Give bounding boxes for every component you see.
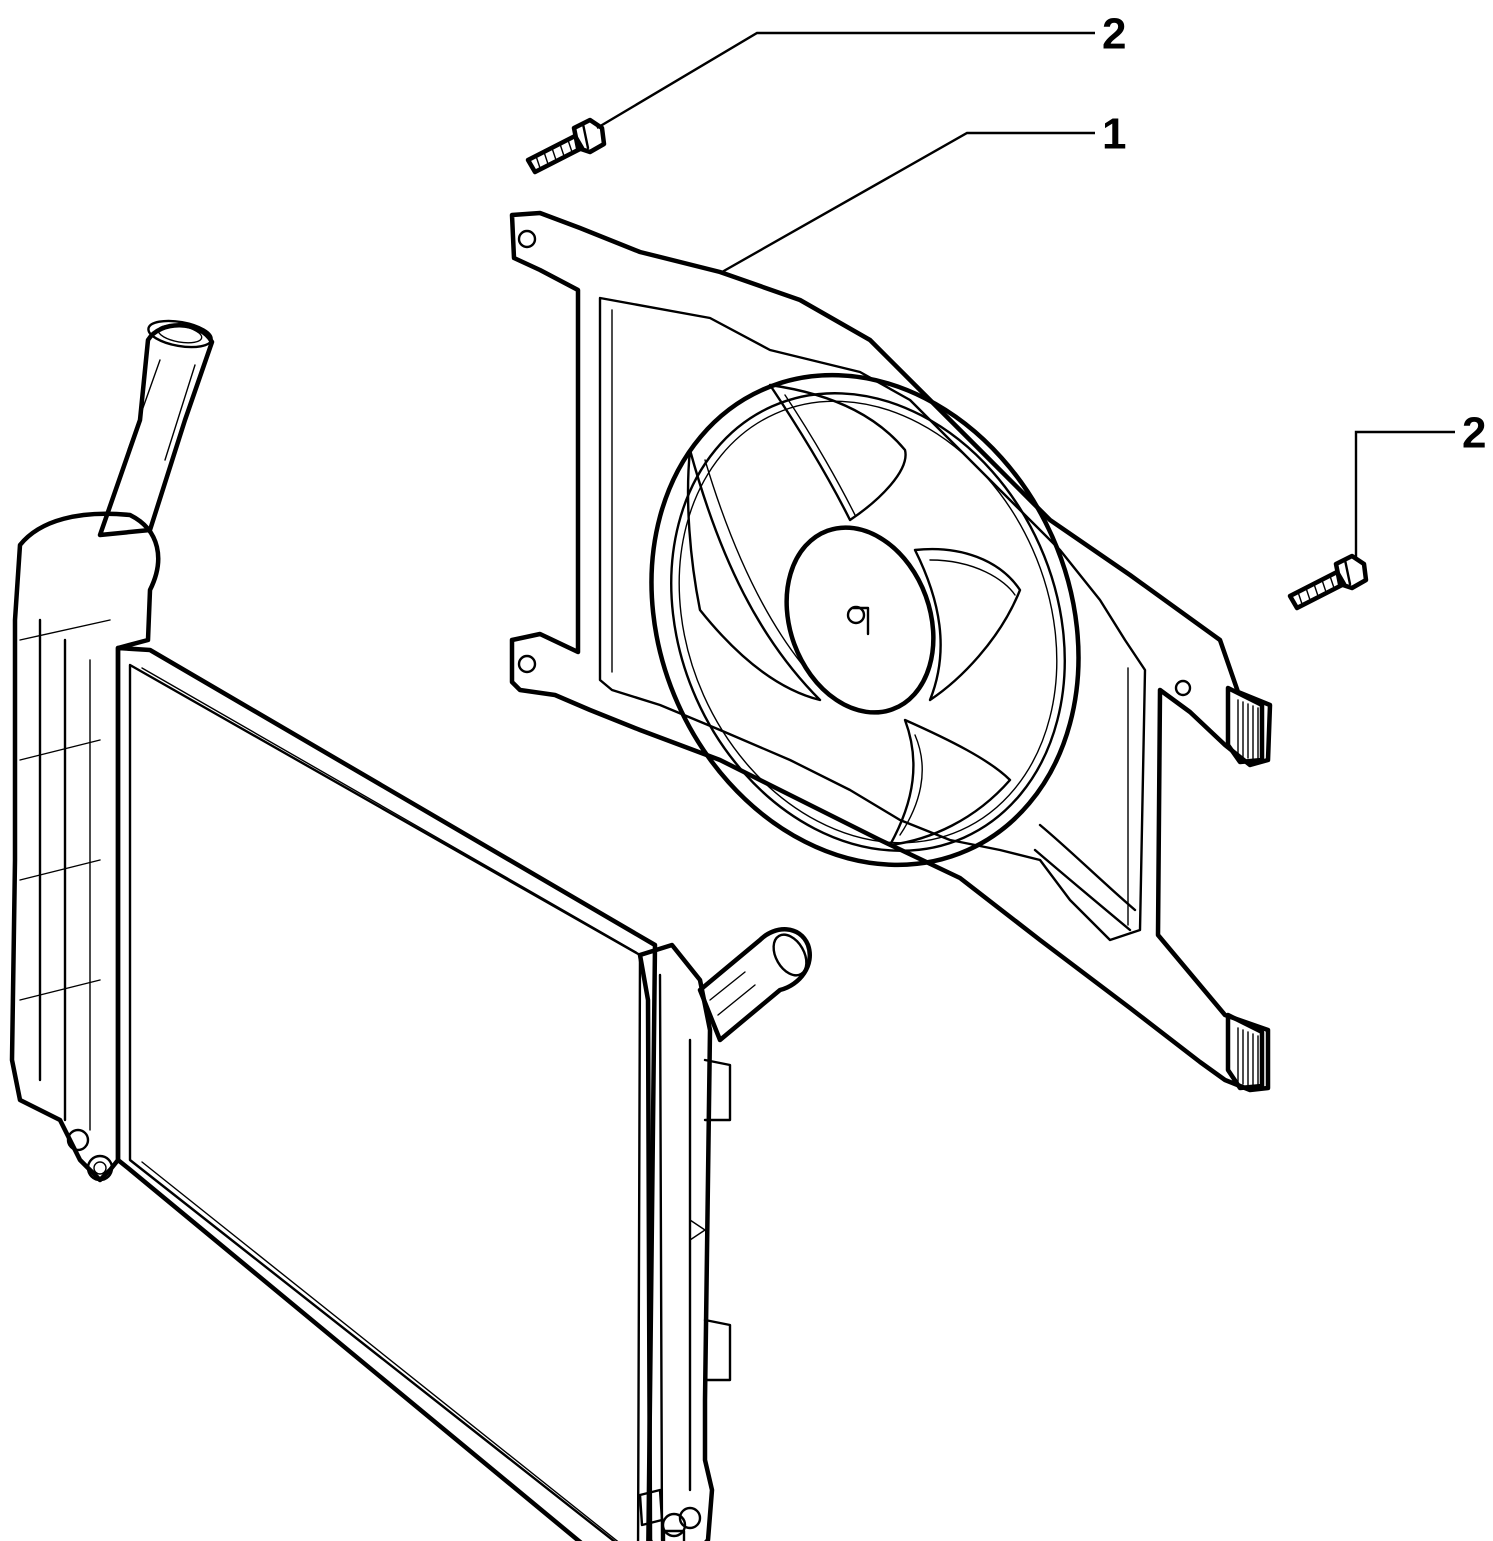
leader-line xyxy=(721,131,1095,274)
fan-blades xyxy=(686,383,1022,847)
fan-ring-outer xyxy=(649,372,1081,868)
shroud-frame-inner xyxy=(598,296,1147,942)
fan-hub xyxy=(784,525,936,715)
mount-hole xyxy=(517,229,537,249)
bolt-upper xyxy=(525,117,607,175)
bolt-right xyxy=(1287,553,1369,611)
callout-2-right: 2 xyxy=(1354,409,1486,560)
connector-block-lower xyxy=(1225,1012,1265,1091)
left-drain-fitting xyxy=(66,1128,114,1182)
mount-hole xyxy=(517,654,537,674)
filler-neck xyxy=(97,319,215,538)
radiator-left-tank xyxy=(9,511,161,1183)
radiator-right-tank xyxy=(637,942,715,1541)
right-drain-fitting xyxy=(638,1488,702,1541)
shroud-frame-outer xyxy=(509,210,1273,1093)
leader-line xyxy=(596,31,1095,130)
outlet-pipe xyxy=(697,927,812,1043)
connector-block-upper xyxy=(1225,685,1265,765)
radiator-core xyxy=(115,645,658,1541)
callout-1: 1 xyxy=(721,110,1126,274)
fan-shroud-assembly xyxy=(509,210,1273,1093)
callout-2-upper: 2 xyxy=(596,10,1126,130)
callout-label: 2 xyxy=(1102,10,1126,59)
radiator xyxy=(9,319,812,1541)
fan-ring-inner xyxy=(670,392,1066,852)
callout-label: 1 xyxy=(1102,110,1126,159)
leader-line xyxy=(1354,430,1455,560)
callout-label: 2 xyxy=(1462,409,1486,458)
mount-hole xyxy=(1174,679,1192,697)
